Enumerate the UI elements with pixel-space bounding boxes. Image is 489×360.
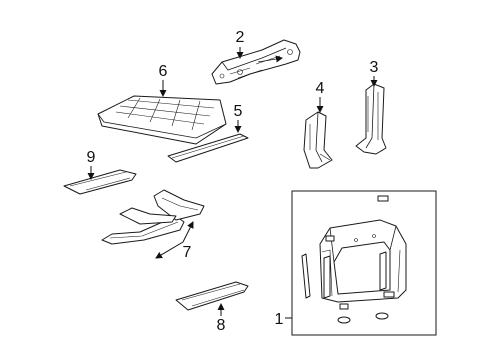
- part-3-pillar: [355, 83, 387, 155]
- callout-6: 6: [159, 63, 168, 80]
- callout-2: 2: [236, 29, 245, 46]
- callout-5: 5: [234, 103, 243, 120]
- callout-9: 9: [87, 149, 96, 166]
- callout-7: 7: [183, 244, 192, 261]
- part-7-supports: [101, 189, 205, 245]
- callout-1: 1: [275, 311, 284, 328]
- part-8-crossmember: [175, 281, 249, 311]
- leader-lines: [87, 47, 378, 319]
- callout-3: 3: [370, 59, 379, 76]
- part-5-rail: [167, 133, 249, 163]
- part-4-pillar: [303, 111, 333, 169]
- part-9-crossmember: [63, 169, 137, 195]
- part-6-floor-pan: [97, 95, 227, 145]
- callout-4: 4: [316, 80, 325, 97]
- part-1-back-panel: [291, 190, 437, 336]
- callout-labels: 2 3 4 5 6 9 7 8 1: [87, 29, 379, 334]
- callout-8: 8: [217, 317, 226, 334]
- part-2-rear-header: [211, 39, 301, 85]
